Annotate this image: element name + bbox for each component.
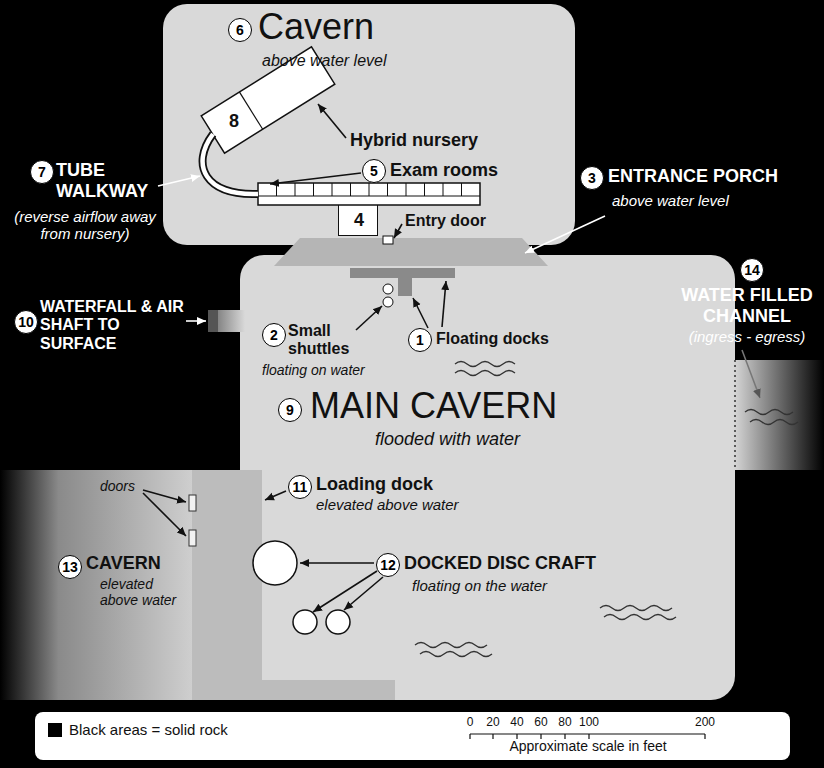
leader-arrow	[186, 320, 206, 322]
cavern-region: MAIN CAVERN flooded with water	[240, 255, 735, 700]
leader-arrow	[158, 176, 200, 186]
dock-door	[189, 495, 196, 511]
leader-arrow	[344, 577, 383, 610]
callout-number: 14	[740, 258, 764, 282]
node-heading: MAIN CAVERN	[310, 385, 557, 426]
tube-walkway	[203, 134, 258, 194]
callout-number: 3	[580, 166, 604, 190]
entry-door	[383, 236, 393, 244]
callout-number: 7	[30, 160, 54, 184]
dock-door	[189, 530, 196, 546]
node-heading: Cavern	[258, 6, 374, 47]
leader-arrow	[394, 224, 402, 238]
callout-number: 13	[58, 555, 82, 579]
legend-text: Black areas = solid rock	[69, 721, 228, 738]
waterfall-shaft	[208, 310, 245, 332]
waterfall-shaft	[208, 310, 218, 332]
exam-rooms	[258, 183, 480, 205]
callout-number: 9	[278, 398, 302, 422]
node-subtext: above water level	[262, 52, 387, 70]
leader-arrow	[742, 350, 760, 398]
leader-arrow	[318, 104, 346, 138]
leader-arrow	[356, 306, 382, 330]
channel-boundary	[734, 360, 736, 470]
callout-text: DOCKED DISC CRAFT	[404, 553, 596, 574]
cavern-region: 8 4 Cavern above water level	[163, 4, 575, 245]
callout-text: Hybrid nursery	[350, 130, 478, 151]
callout-text: ENTRANCE PORCH	[608, 166, 778, 187]
leader-arrow	[143, 493, 186, 536]
water-waves	[745, 410, 798, 425]
callout-number: 11	[288, 475, 312, 499]
callout-text: (ingress - egress)	[672, 328, 822, 345]
exam-room-walls	[258, 183, 480, 196]
scale-label: 60	[534, 716, 547, 730]
leader-arrow	[300, 562, 374, 564]
leader-arrow	[265, 491, 286, 500]
node-heading: 4	[354, 210, 364, 231]
entrance-porch	[274, 238, 548, 266]
callout-text: WATER FILLED CHANNEL	[672, 285, 822, 326]
node-heading: CAVERN	[86, 553, 161, 574]
floating-dock	[398, 278, 412, 296]
callout-text: floating on the water	[412, 577, 547, 594]
callout-text: above water level	[612, 192, 729, 209]
leader-arrow	[143, 490, 186, 502]
scale-label: 100	[579, 716, 599, 730]
water-waves	[455, 362, 515, 376]
callout-number: 6	[228, 18, 252, 42]
callout-text: WATERFALL & AIR SHAFT TO SURFACE	[40, 298, 185, 353]
callout-text: TUBE WALKWAY	[56, 160, 156, 201]
callout-text: (reverse airflow away from nursery)	[10, 208, 160, 243]
callout-number: 1	[408, 328, 432, 352]
callout-text: Floating docks	[436, 330, 549, 348]
node-subtext: elevated above water	[100, 576, 180, 608]
callout-text: floating on water	[262, 362, 365, 378]
shuttle	[383, 297, 393, 307]
scale-label: 40	[510, 716, 523, 730]
callout-text: elevated above water	[316, 496, 459, 513]
callout-number: 2	[262, 323, 286, 347]
leader-arrow	[413, 298, 428, 328]
disc-craft	[326, 610, 350, 634]
water-waves	[415, 643, 492, 657]
leader-arrow	[442, 281, 446, 327]
scale-label: 0	[467, 716, 474, 730]
floating-dock	[350, 268, 455, 278]
callout-number: 5	[362, 159, 386, 183]
callout-text: Entry door	[405, 212, 486, 230]
callout-text: doors	[100, 478, 135, 494]
callout-number: 10	[14, 310, 38, 334]
scale-label: Approximate scale in feet	[509, 738, 666, 754]
leader-arrow	[313, 571, 377, 612]
cavern-region: CAVERNelevated above water	[0, 470, 195, 700]
tube-walkway	[203, 134, 258, 194]
water-waves	[600, 606, 676, 620]
nursery-divider	[239, 92, 262, 129]
legend-swatch	[48, 723, 62, 737]
scale-label: 200	[695, 716, 715, 730]
callout-text: Small shuttles	[288, 322, 358, 359]
entry-box: 4	[338, 204, 378, 236]
legend-panel: Black areas = solid rock	[35, 712, 790, 760]
callout-number: 12	[376, 553, 400, 577]
leader-arrow	[525, 216, 605, 253]
node-heading: 8	[229, 111, 239, 132]
node-subtext: flooded with water	[375, 429, 520, 450]
callout-text: Loading dock	[316, 474, 433, 495]
disc-craft	[253, 541, 297, 585]
water-channel	[733, 360, 824, 470]
leader-arrow	[270, 173, 361, 184]
scale-label: 80	[558, 716, 571, 730]
disc-craft	[293, 610, 317, 634]
shuttle	[383, 284, 393, 294]
callout-text: Exam rooms	[390, 160, 498, 181]
scale-label: 20	[486, 716, 499, 730]
